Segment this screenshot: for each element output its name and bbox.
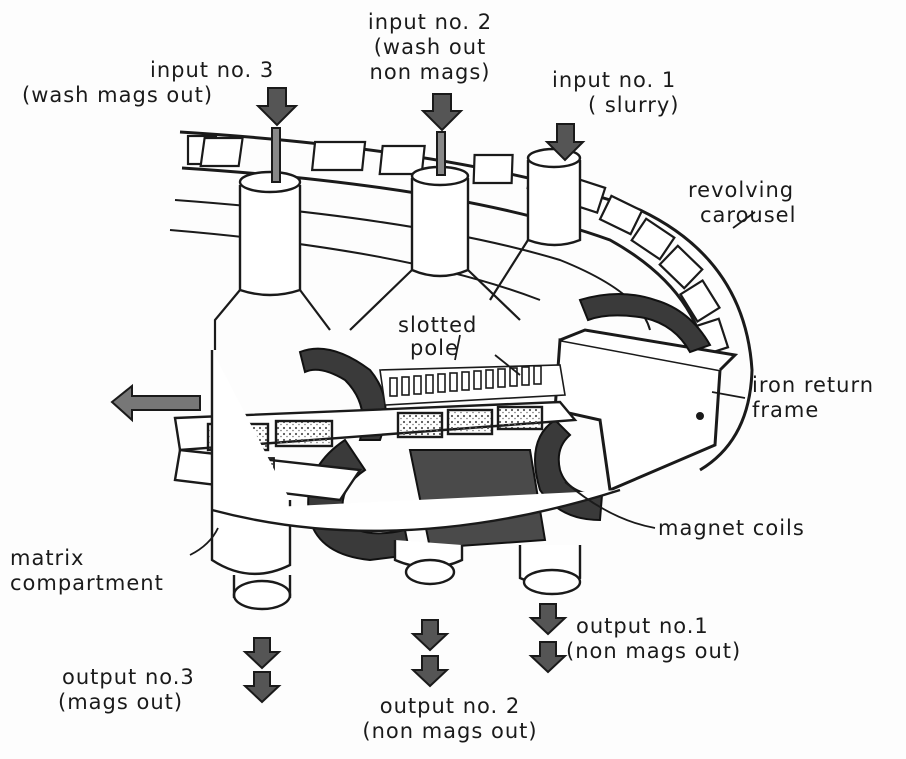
label-matrix-2: compartment xyxy=(10,571,164,595)
output-columns xyxy=(210,350,621,611)
down-arrow-icon xyxy=(242,637,282,670)
label-carousel-2: carousel xyxy=(700,203,797,227)
down-arrow-icon xyxy=(410,619,450,652)
down-arrow-icon xyxy=(410,655,450,688)
input-arrows xyxy=(255,87,586,183)
label-input-2-sub1: (wash out xyxy=(373,35,487,59)
label-slotted-pole-2: pole xyxy=(410,336,459,360)
feed-columns xyxy=(238,147,582,297)
pole-teeth xyxy=(389,365,542,397)
label-input-2-title: input no. 2 xyxy=(367,10,493,34)
label-output-1-title: output no.1 xyxy=(576,614,709,638)
label-input-1-title: input no. 1 xyxy=(552,68,677,92)
label-input-3-sub: (wash mags out) xyxy=(22,83,214,107)
funnels xyxy=(213,239,529,350)
label-input-2-sub2: non mags) xyxy=(369,60,491,84)
down-arrow-icon xyxy=(544,123,586,162)
down-arrow-icon xyxy=(528,603,568,636)
label-output-1-sub: (non mags out) xyxy=(566,639,742,663)
slotted-pole xyxy=(379,364,566,406)
left-arrow-icon xyxy=(110,383,201,423)
label-output-3-sub: (mags out) xyxy=(58,690,184,714)
label-matrix-1: matrix xyxy=(10,546,85,570)
label-magnet-coils: magnet coils xyxy=(658,516,805,540)
label-input-3-title: input no. 3 xyxy=(150,58,275,82)
label-output-3-title: output no.3 xyxy=(62,665,195,689)
down-arrow-icon xyxy=(420,93,464,132)
label-slotted-pole-1: slotted xyxy=(398,313,478,337)
label-carousel-1: revolving xyxy=(688,178,795,202)
label-output-2-title: output no. 2 xyxy=(379,694,521,718)
down-arrow-icon xyxy=(528,641,568,674)
label-input-1-sub: ( slurry) xyxy=(588,93,680,117)
label-iron-frame-1: iron return xyxy=(752,373,875,397)
label-iron-frame-2: frame xyxy=(752,398,820,422)
down-arrow-icon xyxy=(242,671,282,704)
leader-lines xyxy=(189,211,756,556)
output-arrows xyxy=(242,603,568,704)
iron-return-frame xyxy=(553,328,739,493)
down-arrow-icon xyxy=(255,87,299,127)
label-output-2-sub: (non mags out) xyxy=(362,719,538,743)
